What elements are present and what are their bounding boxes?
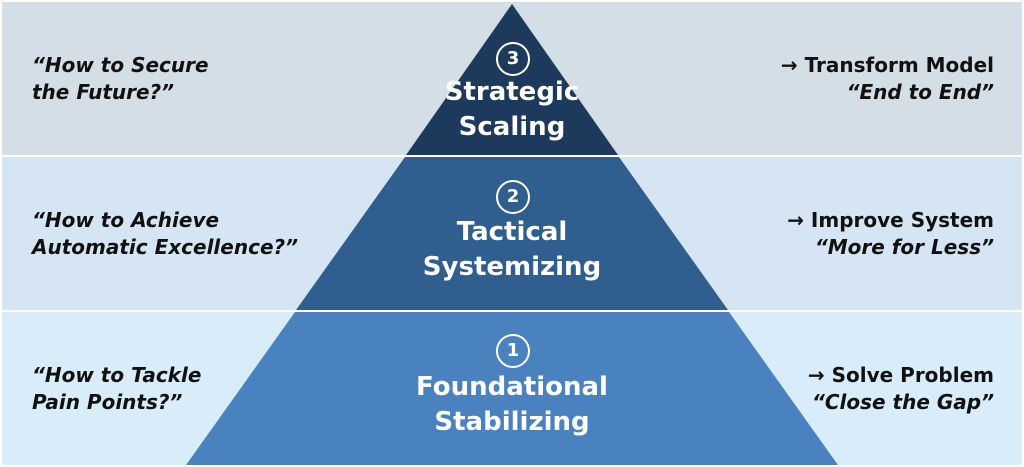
pyramid-tier-2 [296,157,728,310]
question-line2: Automatic Excellence?” [32,235,298,259]
question-line2: Pain Points?” [32,390,183,414]
pyramid-tier-3 [406,4,618,155]
outcome-tagline: “End to End” [846,80,994,104]
tier-title-strategic: Strategic Scaling [0,75,1024,145]
outcome-action: → Transform Model [780,53,994,77]
question-line1: “How to Secure [32,53,209,77]
outcome-tagline: “Close the Gap” [811,390,994,414]
tier-question-foundational: “How to Tackle Pain Points?” [32,362,201,416]
tier-title-line2: Systemizing [422,252,602,282]
tier-outcome-strategic: → Transform Model “End to End” [781,52,994,106]
tier-title-foundational: Foundational Stabilizing [0,370,1024,440]
question-line1: “How to Tackle [32,363,202,387]
tier-number-3: 3 [496,42,530,76]
pyramid-tier-1 [186,312,838,465]
tier-number-1: 1 [496,334,530,368]
outcome-action: → Improve System [787,208,994,232]
tier-title-line1: Strategic [444,77,580,107]
tier-outcome-tactical: → Improve System “More for Less” [787,207,994,261]
tier-title-line1: Tactical [456,217,568,247]
tier-question-tactical: “How to Achieve Automatic Excellence?” [32,207,298,261]
question-line1: “How to Achieve [32,208,220,232]
tier-question-strategic: “How to Secure the Future?” [32,52,209,106]
tier-number-2: 2 [496,180,530,214]
tier-title-tactical: Tactical Systemizing [0,215,1024,285]
tier-outcome-foundational: → Solve Problem “Close the Gap” [808,362,994,416]
tier-title-line2: Scaling [458,112,566,142]
tier-title-line2: Stabilizing [434,407,590,437]
outcome-action: → Solve Problem [807,363,994,387]
outcome-tagline: “More for Less” [814,235,994,259]
tier-title-line1: Foundational [416,372,608,402]
question-line2: the Future?” [32,80,175,104]
